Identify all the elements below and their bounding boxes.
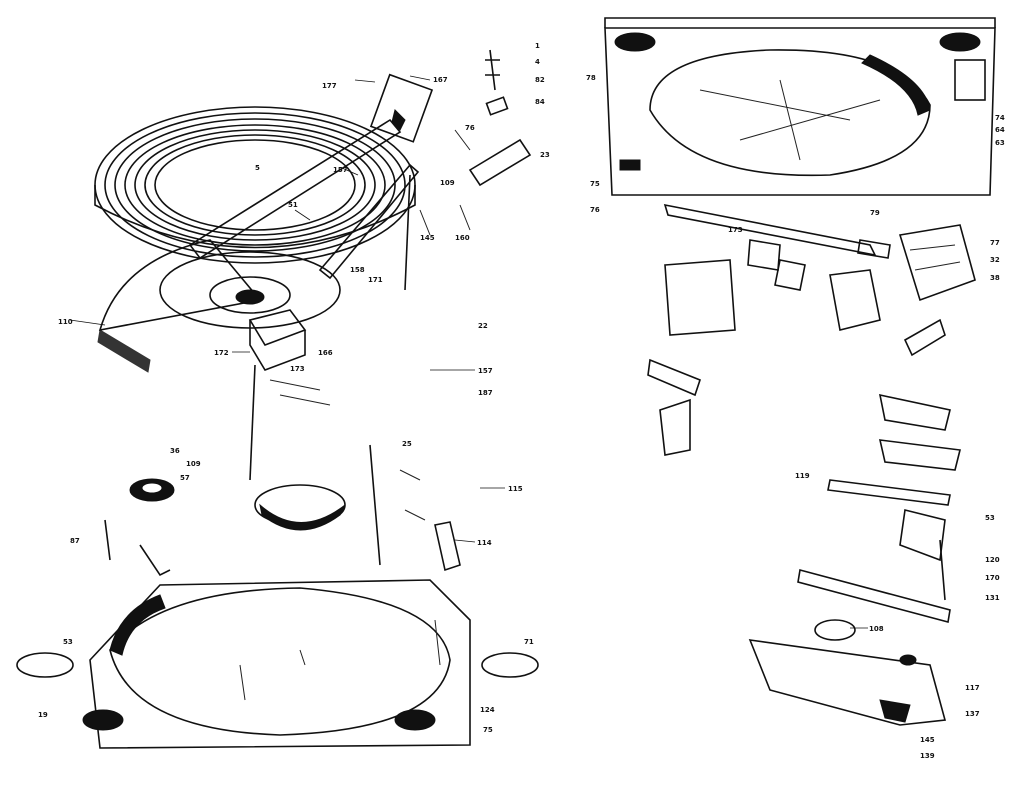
callout-label: 75 <box>590 180 600 188</box>
callout-label: 166 <box>318 349 333 357</box>
callout-label: 53 <box>63 638 73 646</box>
callout-label: 57 <box>180 474 190 482</box>
callout-label: 157 <box>333 166 348 174</box>
callout-label: 38 <box>990 274 1000 282</box>
callout-label: 119 <box>795 472 810 480</box>
callout-label: 79 <box>870 209 880 217</box>
callout-label: 158 <box>350 266 365 274</box>
callout-label: 173 <box>290 365 305 373</box>
right-assembly: 78 75 173 74 64 63 79 76 77 32 38 53 119… <box>586 17 1005 760</box>
platter-mat <box>97 239 341 373</box>
callout-label: 25 <box>402 440 412 448</box>
drive-disc <box>254 484 346 531</box>
callout-label: 114 <box>477 539 492 547</box>
callout-label: 108 <box>869 625 884 633</box>
callouts-left: 177 167 5 51 157 110 1 4 82 84 76 23 109… <box>38 42 550 734</box>
callout-label: 171 <box>368 276 383 284</box>
tonearm <box>188 73 434 280</box>
callout-label: 172 <box>214 349 229 357</box>
callout-label: 23 <box>540 151 550 159</box>
callout-label: 32 <box>990 256 1000 264</box>
callout-label: 77 <box>990 239 1000 247</box>
callout-label: 5 <box>255 164 260 172</box>
callout-label: 170 <box>985 574 1000 582</box>
callout-label: 115 <box>508 485 523 493</box>
callout-label: 74 <box>995 114 1005 122</box>
callout-label: 131 <box>985 594 1000 602</box>
callout-label: 145 <box>420 234 435 242</box>
callouts-right: 78 75 173 74 64 63 79 76 77 32 38 53 119… <box>586 74 1005 760</box>
callout-label: 137 <box>965 710 980 718</box>
callout-label: 109 <box>440 179 455 187</box>
callout-label: 87 <box>70 537 80 545</box>
callout-label: 36 <box>170 447 180 455</box>
callout-label: 4 <box>535 58 540 66</box>
callout-label: 139 <box>920 752 935 760</box>
callout-label: 167 <box>433 76 448 84</box>
callout-label: 84 <box>535 98 545 106</box>
callout-label: 145 <box>920 736 935 744</box>
callout-label: 160 <box>455 234 470 242</box>
callout-label: 82 <box>535 76 545 84</box>
callout-label: 22 <box>478 322 488 330</box>
mechanism-block <box>664 224 976 336</box>
callout-label: 75 <box>483 726 493 734</box>
callout-label: 110 <box>58 318 73 326</box>
small-parts-left <box>104 49 532 701</box>
callout-label: 1 <box>535 42 540 50</box>
lever-arm <box>663 203 891 259</box>
callout-label: 117 <box>965 684 980 692</box>
callout-label: 120 <box>985 556 1000 564</box>
callout-label: 64 <box>995 126 1005 134</box>
callout-label: 19 <box>38 711 48 719</box>
callout-label: 63 <box>995 139 1005 147</box>
callout-label: 76 <box>590 206 600 214</box>
idler-wheel <box>129 478 175 502</box>
callout-label: 124 <box>480 706 495 714</box>
callout-label: 109 <box>186 460 201 468</box>
callout-label: 53 <box>985 514 995 522</box>
bottom-housing <box>748 619 947 726</box>
left-assembly: 177 167 5 51 157 110 1 4 82 84 76 23 109… <box>16 42 550 749</box>
callout-label: 187 <box>478 389 493 397</box>
callout-label: 173 <box>728 226 743 234</box>
platter <box>94 106 416 264</box>
callout-label: 177 <box>322 82 337 90</box>
base-plate <box>16 579 539 749</box>
chassis-plate <box>604 17 996 196</box>
callout-label: 51 <box>288 201 298 209</box>
callout-label: 78 <box>586 74 596 82</box>
linkage-parts <box>647 318 961 623</box>
callout-label: 157 <box>478 367 493 375</box>
callout-label: 76 <box>465 124 475 132</box>
tonearm-base <box>248 309 331 481</box>
callout-label: 71 <box>524 638 534 646</box>
